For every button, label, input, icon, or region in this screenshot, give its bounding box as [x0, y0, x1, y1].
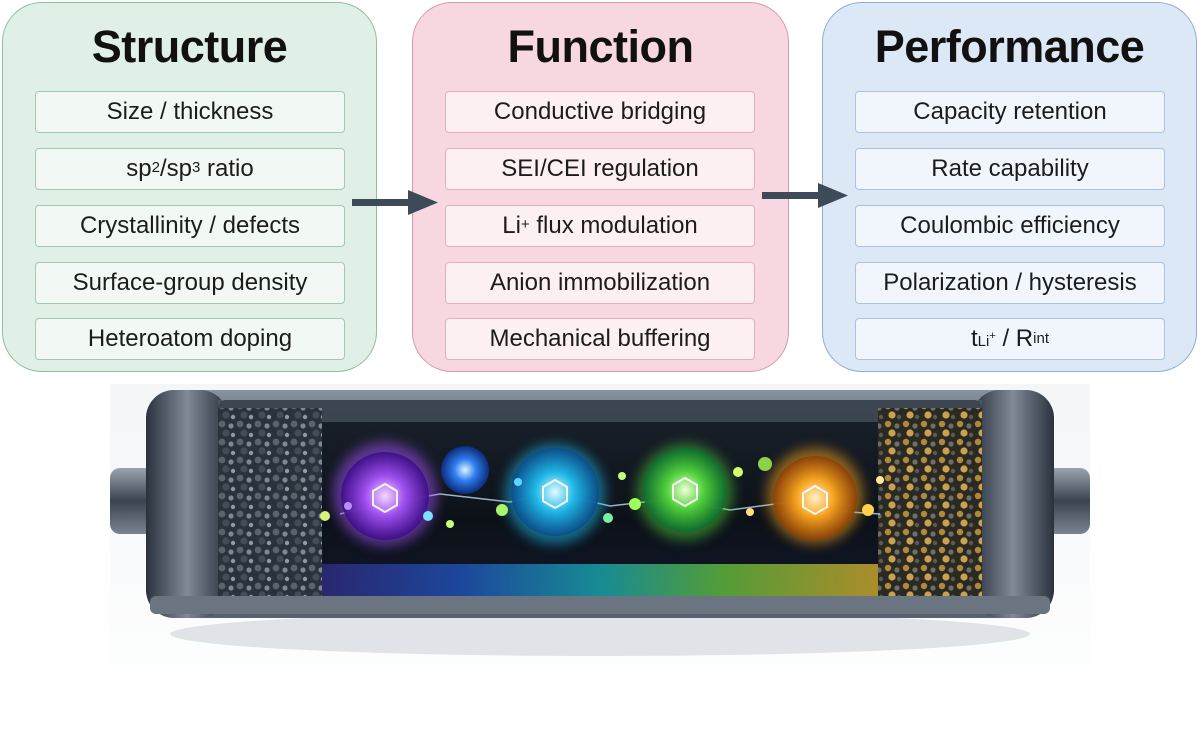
function-panel: Function Conductive bridging SEI/CEI reg…: [412, 2, 789, 372]
structure-title: Structure: [91, 21, 288, 72]
superscript: +: [989, 329, 996, 342]
function-item: Anion immobilization: [445, 262, 755, 304]
performance-item: Coulombic efficiency: [855, 205, 1165, 247]
performance-title: Performance: [874, 21, 1145, 72]
function-item-text: flux modulation: [529, 212, 698, 239]
structure-item: Heteroatom doping: [35, 318, 345, 360]
structure-item: Size / thickness: [35, 91, 345, 133]
function-item: Mechanical buffering: [445, 318, 755, 360]
structure-item: Crystallinity / defects: [35, 205, 345, 247]
structure-item-text: /sp: [159, 155, 192, 182]
battery-cell-illustration: [110, 384, 1090, 722]
performance-item: Rate capability: [855, 148, 1165, 190]
structure-item: Surface-group density: [35, 262, 345, 304]
function-item-text: Li: [502, 212, 521, 239]
performance-panel: Performance Capacity retention Rate capa…: [822, 2, 1197, 372]
subscript: Li+: [977, 329, 996, 350]
performance-item: Capacity retention: [855, 91, 1165, 133]
arrow-right-icon: [352, 190, 438, 215]
performance-item-text: / R: [995, 325, 1034, 352]
performance-item-text: t: [971, 325, 978, 352]
structure-item-text: sp: [126, 155, 152, 182]
function-item: Li+ flux modulation: [445, 205, 755, 247]
performance-item: Polarization / hysteresis: [855, 262, 1165, 304]
function-item: Conductive bridging: [445, 91, 755, 133]
arrow-right-icon: [762, 183, 848, 208]
function-item: SEI/CEI regulation: [445, 148, 755, 190]
structure-item-text: ratio: [200, 155, 254, 182]
function-title: Function: [507, 21, 694, 72]
